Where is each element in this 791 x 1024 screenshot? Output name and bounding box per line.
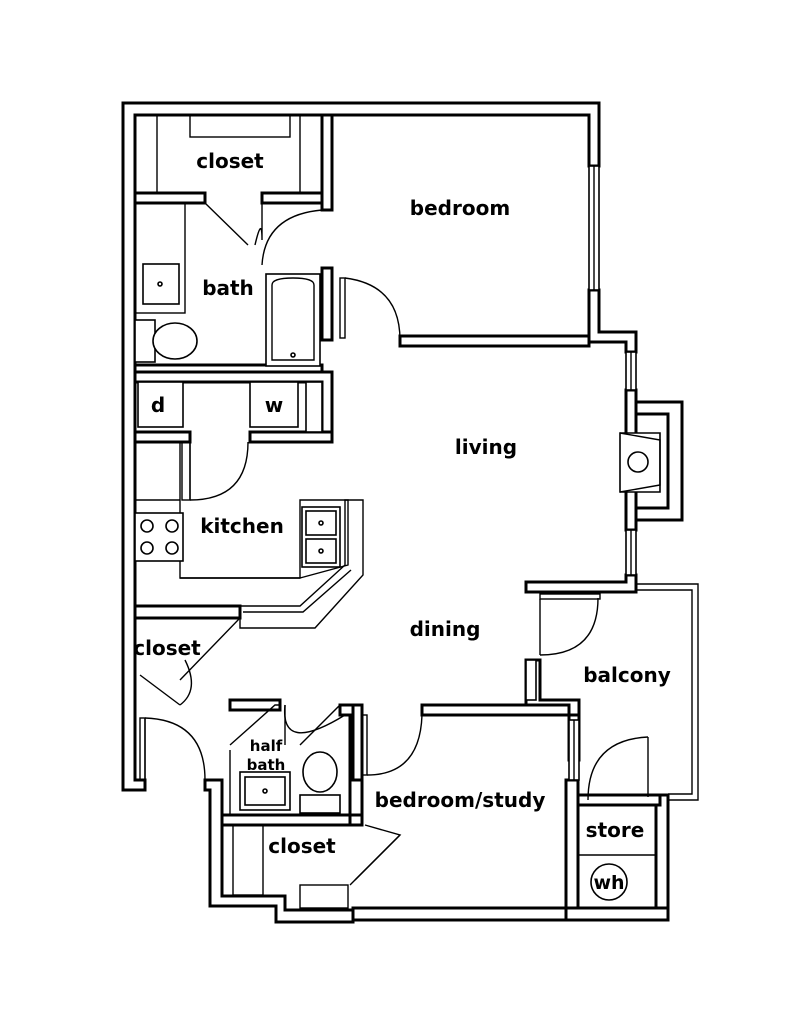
bath-toilet-tank	[134, 319, 156, 363]
kitchen-label: kitchen	[200, 514, 284, 538]
closet-bottom-label: closet	[268, 834, 336, 858]
balcony-outline	[636, 583, 699, 801]
bath-toilet	[152, 322, 198, 360]
half-bath-label-line2: bath	[247, 756, 286, 774]
interior-walls	[133, 113, 662, 827]
dryer	[137, 381, 184, 428]
stove	[134, 512, 184, 562]
water-heater-label: wh	[593, 872, 624, 894]
room-labels: closet bedroom bath d w living kitchen d…	[133, 149, 671, 894]
balcony-door-window	[525, 659, 537, 701]
half-bath-fixtures	[229, 704, 350, 815]
windows	[525, 165, 637, 781]
bath-fixtures	[134, 202, 323, 367]
bath-label: bath	[202, 276, 254, 300]
bedroom-label: bedroom	[410, 196, 510, 220]
entry-door	[139, 717, 206, 781]
closet-bottom-fixtures	[232, 824, 402, 909]
balcony-label: balcony	[583, 663, 671, 687]
washer-label: w	[265, 393, 283, 417]
store-fixtures	[578, 736, 656, 901]
bedroom-study-label: bedroom/study	[375, 788, 546, 812]
half-bath-label-line1: half	[250, 737, 283, 755]
bathtub	[265, 273, 321, 367]
closet-top-fixtures	[156, 114, 301, 246]
bedroom-door	[339, 277, 401, 341]
living-label: living	[455, 435, 517, 459]
fireplace	[619, 400, 684, 522]
dryer-label: d	[151, 393, 165, 417]
water-heater	[590, 863, 628, 901]
laundry-fixtures	[137, 381, 323, 501]
closet-left-label: closet	[133, 636, 201, 660]
washer	[249, 381, 299, 428]
closet-top-label: closet	[196, 149, 264, 173]
half-bath-toilet	[302, 751, 338, 793]
study-door	[361, 714, 423, 776]
store-label: store	[586, 818, 645, 842]
kitchen-fixtures	[134, 441, 364, 629]
closet-left-fixtures	[135, 617, 242, 706]
dining-label: dining	[410, 617, 481, 641]
balcony-door	[539, 593, 601, 656]
